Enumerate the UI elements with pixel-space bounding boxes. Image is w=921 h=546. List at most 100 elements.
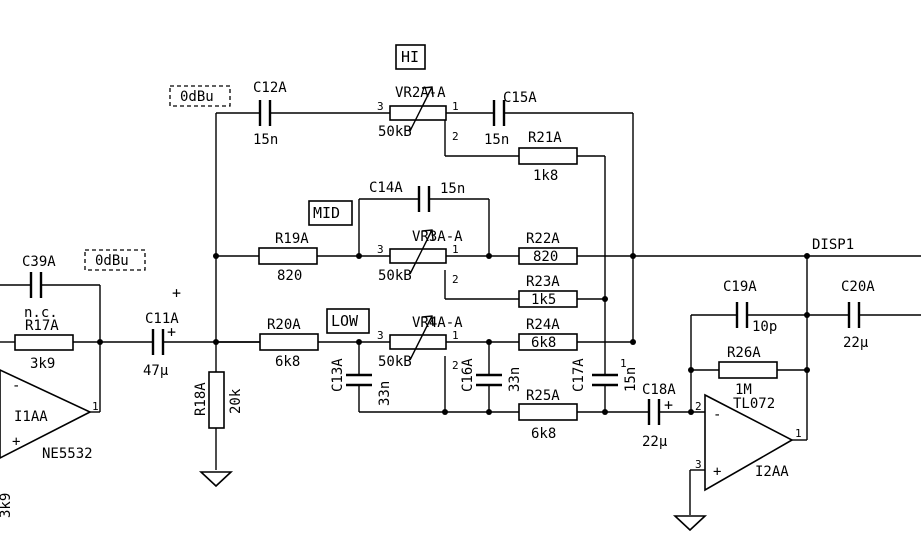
- band-low-label: LOW: [331, 312, 359, 330]
- opamp-i2aa-pin-out: 1: [795, 427, 802, 440]
- band-hi-label: HI: [401, 48, 419, 66]
- resistor-r20a: [259, 333, 319, 351]
- vr4a-pin2: 2: [452, 359, 459, 372]
- r25a-value: 6k8: [531, 426, 556, 442]
- r23a-value: 1k5: [531, 292, 556, 308]
- level-label-top: 0dBu: [180, 89, 214, 105]
- opamp-i2aa-pin-plus: 3: [695, 458, 702, 471]
- r24a-value: 6k8: [531, 335, 556, 351]
- resistor-r19a: [258, 247, 318, 265]
- resistor-r26a: [718, 361, 778, 379]
- c14a-value: 15n: [440, 181, 465, 197]
- opamp-i2aa-pin-minus: 2: [695, 400, 702, 413]
- resistor-r22a: [518, 247, 578, 265]
- r22a-value: 820: [533, 249, 558, 265]
- potentiometer-vr3a: [389, 229, 447, 275]
- ground-symbol: [672, 515, 708, 532]
- junction-dots: [97, 253, 810, 415]
- r17a-value: 3k9: [30, 356, 55, 372]
- potentiometer-vr2a: [389, 86, 447, 132]
- c17a-value: 15n: [623, 367, 639, 392]
- vr4a-pin1: 1: [452, 329, 459, 342]
- capacitor-c15a: [492, 100, 506, 126]
- level-box-left: [84, 249, 146, 271]
- r18a-ref: R18A: [193, 382, 209, 416]
- level-box-top: [169, 85, 231, 107]
- band-mid-label: MID: [313, 204, 340, 222]
- r18a-value: 20k: [228, 388, 244, 414]
- capacitor-c14a: [417, 186, 431, 212]
- r19a-value: 820: [277, 268, 302, 284]
- vr2a-pin3: 3: [377, 100, 384, 113]
- potentiometer-vr4a: [389, 315, 447, 361]
- vr3a-ref: VR3A-A: [412, 229, 463, 245]
- c12a-ref: C12A: [253, 80, 287, 96]
- capacitor-c20a: [847, 302, 861, 328]
- vr3a-pin2: 2: [452, 273, 459, 286]
- ground-symbol: [198, 471, 234, 488]
- r26a-ref: R26A: [727, 345, 761, 361]
- opamp-i1aa-ref: I1AA: [14, 409, 48, 425]
- r19a-ref: R19A: [275, 231, 309, 247]
- r22a-ref: R22A: [526, 231, 560, 247]
- plus-mark-top: +: [172, 284, 181, 302]
- c16a-value: 33n: [507, 367, 523, 392]
- c13a-value: 33n: [377, 381, 393, 406]
- capacitor-c12a: [258, 100, 272, 126]
- vr2a-value: 50kB: [378, 124, 412, 140]
- resistor-r25a: [518, 403, 578, 421]
- opamp-i1aa-plus: +: [12, 434, 20, 450]
- r23a-ref: R23A: [526, 274, 560, 290]
- c17a-ref: C17A: [571, 358, 587, 392]
- band-mid-box: [308, 200, 353, 226]
- resistor-r17a: [14, 334, 74, 351]
- vr2a-pin2: 2: [452, 130, 459, 143]
- vr4a-ref: VR4A-A: [412, 315, 463, 331]
- r24a-ref: R24A: [526, 317, 560, 333]
- resistor-r18a: [208, 371, 225, 429]
- c18a-value: 22µ: [642, 434, 668, 450]
- r21a-value: 1k8: [533, 168, 558, 184]
- vr4a-pin3: 3: [377, 329, 384, 342]
- c12a-value: 15n: [253, 132, 278, 148]
- capacitor-c39a: [29, 272, 43, 298]
- resistor-r21a: [518, 147, 578, 165]
- c20a-value: 22µ: [843, 335, 869, 351]
- c16a-ref: C16A: [460, 358, 476, 392]
- band-low-box: [326, 308, 370, 334]
- vr2a-pin1: 1: [452, 100, 459, 113]
- opamp-i2aa: - + I2AA 2 3 1: [695, 393, 802, 492]
- vr3a-pin3: 3: [377, 243, 384, 256]
- capacitor-c11a: [151, 329, 165, 355]
- r17a-ref: R17A: [25, 318, 59, 334]
- opamp-i1aa-pin-out: 1: [92, 400, 99, 413]
- r26a-value: 1M: [735, 382, 752, 398]
- opamp-i2aa-part: TL072: [733, 396, 775, 412]
- capacitor-c16a: [476, 373, 502, 387]
- c19a-value: 10p: [752, 319, 777, 335]
- resistor-r24a: [518, 333, 578, 351]
- vr3a-value: 50kB: [378, 268, 412, 284]
- opamp-i1aa-minus: -: [12, 378, 20, 394]
- r21a-ref: R21A: [528, 130, 562, 146]
- r20a-value: 6k8: [275, 354, 300, 370]
- r25a-ref: R25A: [526, 388, 560, 404]
- capacitor-c18a: [647, 399, 661, 425]
- vr3a-pin1: 1: [452, 243, 459, 256]
- c18a-polarity: +: [664, 396, 673, 414]
- resistor-r23a: [518, 290, 578, 308]
- c19a-ref: C19A: [723, 279, 757, 295]
- c17a-pin: 1: [620, 357, 627, 370]
- opamp-i2aa-ref: I2AA: [755, 464, 789, 480]
- c15a-ref: C15A: [503, 90, 537, 106]
- level-label-left: 0dBu: [95, 253, 129, 269]
- vr2a-ref: VR2A-A: [395, 85, 446, 101]
- c15a-value: 15n: [484, 132, 509, 148]
- c39a-ref: C39A: [22, 254, 56, 270]
- capacitor-c13a: [346, 373, 372, 387]
- opamp-i2aa-plus: +: [713, 464, 721, 480]
- c14a-ref: C14A: [369, 180, 403, 196]
- cut-resistor-value: 3k9: [0, 493, 14, 518]
- c13a-ref: C13A: [330, 358, 346, 392]
